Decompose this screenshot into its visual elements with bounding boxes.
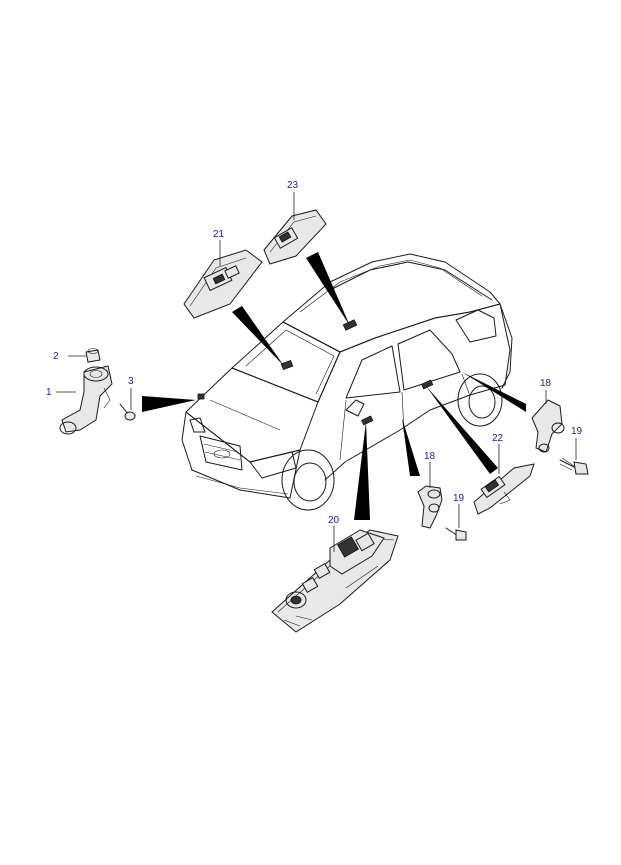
- callout-18-rear[interactable]: 18: [540, 378, 552, 389]
- part-21-switch-panel: [183, 249, 263, 319]
- pointer-to-part-1: [142, 396, 196, 412]
- callout-19-front[interactable]: 19: [453, 493, 465, 504]
- callout-18-front[interactable]: 18: [424, 451, 436, 462]
- callout-1[interactable]: 1: [46, 387, 52, 398]
- part-20-master-switch: [271, 529, 399, 633]
- vehicle-illustration: [181, 253, 513, 511]
- callout-2[interactable]: 2: [53, 351, 59, 362]
- pointer-to-part-18-front: [402, 418, 420, 476]
- callout-22[interactable]: 22: [492, 433, 504, 444]
- part-19-front-bolt: [445, 527, 467, 541]
- pointer-to-part-18-rear: [462, 372, 526, 412]
- part-18-front-switch: [417, 485, 443, 529]
- part-19-rear-bolt: [559, 457, 589, 475]
- callout-labels: 2 1 3 21 23 18 19 22 18 19 20: [46, 180, 583, 526]
- part-22-switch-panel: [473, 463, 535, 515]
- part-1-assembly: [59, 365, 113, 435]
- part-3-screw: [119, 403, 136, 421]
- part-2-cap: [85, 348, 101, 363]
- callout-19-rear[interactable]: 19: [571, 426, 583, 437]
- location-pointers: [142, 252, 526, 520]
- callout-21[interactable]: 21: [213, 229, 225, 240]
- callout-20[interactable]: 20: [328, 515, 340, 526]
- callout-leaders: [56, 192, 577, 552]
- pointer-to-part-23: [306, 252, 350, 326]
- part-23-switch-panel: [263, 209, 327, 265]
- pointer-to-part-20: [354, 422, 370, 520]
- callout-3[interactable]: 3: [128, 376, 134, 387]
- pointer-to-part-22: [426, 386, 498, 474]
- part-18-rear-switch: [531, 399, 565, 453]
- callout-23[interactable]: 23: [287, 180, 299, 191]
- pointer-to-part-21: [232, 306, 284, 366]
